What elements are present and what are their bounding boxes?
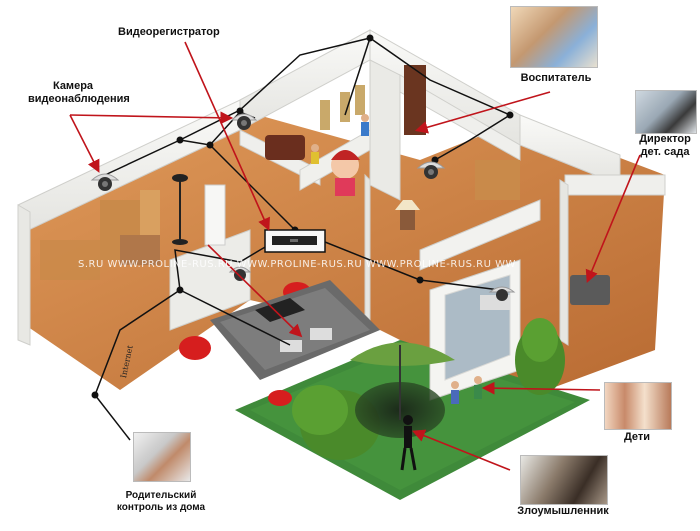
camera-icon — [416, 161, 446, 179]
intruder-figure — [400, 415, 417, 471]
camera-icon — [230, 113, 258, 130]
parent-photo — [133, 432, 191, 482]
camera-label: Камера видеонаблюдения — [28, 80, 130, 106]
camera-icon — [488, 286, 516, 301]
trees — [292, 318, 565, 460]
parent-label-line2: контроль из дома — [116, 502, 206, 513]
director-label: Директор дет. сада — [630, 133, 700, 159]
camera-label-line2: видеонаблюдения — [28, 93, 130, 105]
parent-label: Родительский контроль из дома — [111, 490, 211, 514]
director-label-line1: Директор — [639, 133, 691, 145]
children-photo — [604, 382, 672, 430]
umbrella — [350, 342, 455, 438]
pointer-arrows — [69, 41, 641, 471]
teacher-label: Воспитатель — [520, 72, 592, 84]
director-label-line2: дет. сада — [640, 146, 690, 158]
dvr-label: Видеорегистратор — [118, 26, 220, 38]
door — [404, 65, 426, 135]
camera-label-line1: Камера — [52, 80, 94, 92]
intruder-photo — [520, 455, 608, 505]
teacher-photo — [510, 6, 598, 68]
dvr-device-icon — [264, 229, 326, 253]
cable-junctions — [91, 34, 514, 399]
director-photo — [635, 90, 697, 134]
children-figures — [311, 114, 482, 404]
teacher-figure — [331, 150, 360, 196]
camera-icon — [90, 173, 120, 191]
intruder-label: Злоумышленник — [517, 505, 609, 517]
door — [204, 184, 226, 246]
walls — [17, 29, 666, 401]
children-label: Дети — [623, 431, 651, 443]
watermark: S.RU WWW.PROLINE-RUS.RU WWW.PROLINE-RUS.… — [78, 259, 516, 270]
parent-label-line1: Родительский — [125, 490, 197, 501]
